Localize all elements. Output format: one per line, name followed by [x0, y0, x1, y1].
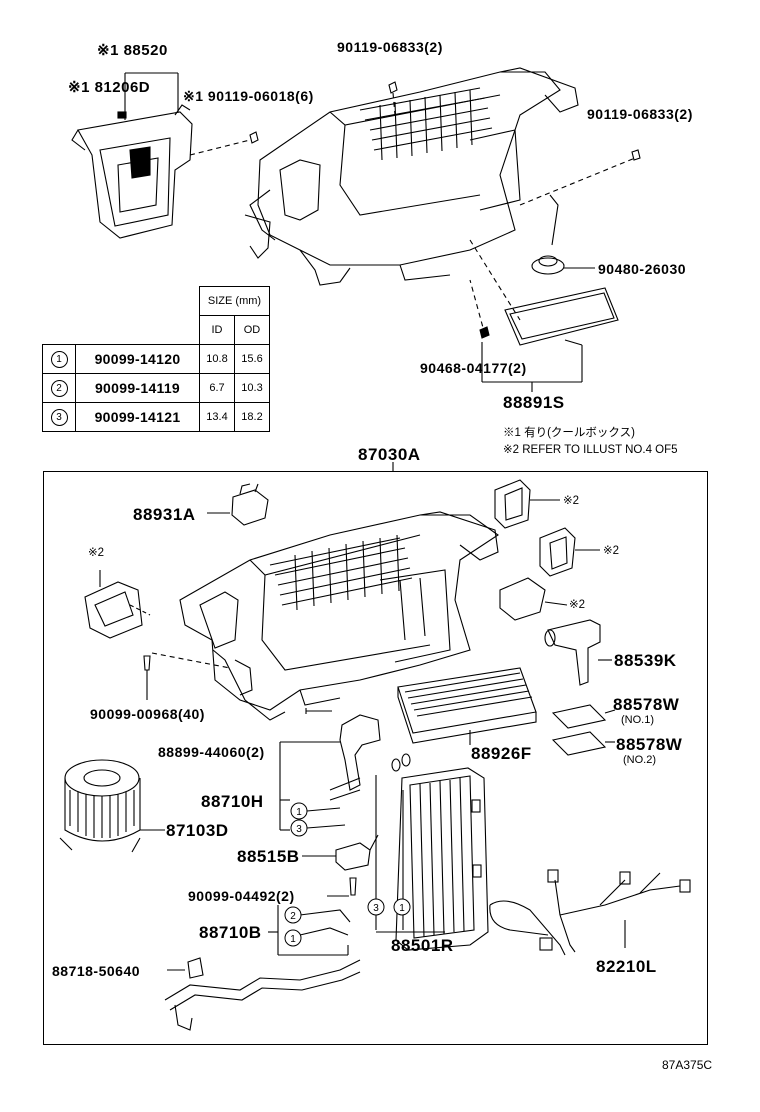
- part-88515b[interactable]: 88515B: [237, 847, 300, 866]
- callout-3: 3: [296, 824, 302, 835]
- part-88578w-no1[interactable]: 88578W: [613, 695, 680, 714]
- ref-mark-2: ※2: [603, 545, 620, 557]
- tube-icon: [299, 909, 351, 936]
- id-header: ID: [199, 315, 235, 345]
- row-part[interactable]: 90099-14120: [75, 344, 200, 374]
- ref-mark-2: ※2: [569, 599, 586, 611]
- part-81206d[interactable]: ※1 81206D: [68, 79, 151, 96]
- row-id: 6.7: [199, 373, 235, 403]
- part-88931a[interactable]: 88931A: [133, 505, 196, 524]
- row-od: 18.2: [234, 402, 270, 432]
- row-index: 2: [50, 379, 68, 397]
- hose-icon: [547, 619, 601, 686]
- servo-motor-right-1: [494, 479, 531, 529]
- table-row: 1 90099-14120 10.8 15.6: [42, 344, 270, 374]
- part-88710h[interactable]: 88710H: [201, 792, 264, 811]
- part-90468-04177[interactable]: 90468-04177(2): [420, 360, 527, 376]
- sheet-no1: [551, 704, 607, 729]
- part-87030a[interactable]: 87030A: [358, 445, 421, 464]
- row-part[interactable]: 90099-14121: [75, 402, 200, 432]
- ref-mark-2: ※2: [88, 547, 105, 559]
- callout-2: 2: [290, 911, 296, 922]
- wire-harness-icon: [489, 869, 691, 956]
- hose-size-table: SIZE (mm) ID OD 1 90099-14120 10.8 15.6 …: [42, 286, 270, 432]
- od-header: OD: [234, 315, 270, 345]
- part-82210l[interactable]: 82210L: [596, 957, 657, 976]
- part-88501r[interactable]: 88501R: [391, 936, 454, 955]
- row-od: 10.3: [234, 373, 270, 403]
- filter-plate: [504, 287, 619, 346]
- part-90119-06833-right[interactable]: 90119-06833(2): [587, 106, 693, 122]
- part-88899-44060[interactable]: 88899-44060(2): [158, 744, 265, 760]
- sheet-no2: [551, 731, 607, 756]
- row-od: 15.6: [234, 344, 270, 374]
- part-90099-04492[interactable]: 90099-04492(2): [188, 888, 295, 904]
- assembly-frame: [43, 471, 708, 1045]
- main-hvac-case: [179, 511, 499, 721]
- part-90119-06833-top[interactable]: 90119-06833(2): [337, 39, 443, 55]
- row-index: 3: [50, 408, 68, 426]
- part-87103d[interactable]: 87103D: [166, 821, 229, 840]
- callout-3: 3: [373, 903, 379, 914]
- part-90480-26030[interactable]: 90480-26030: [598, 261, 687, 277]
- part-88520[interactable]: ※1 88520: [97, 42, 168, 59]
- part-90099-00968[interactable]: 90099-00968(40): [90, 706, 205, 722]
- screw-icon: [143, 655, 151, 671]
- callout-1: 1: [290, 934, 296, 945]
- row-index: 1: [50, 350, 68, 368]
- part-88578w-no2[interactable]: 88578W: [616, 735, 683, 754]
- blower-motor-icon: [59, 759, 141, 853]
- callout-circles: 1 3 2 1 3 1: [284, 802, 411, 947]
- servo-motor-left: [84, 581, 143, 639]
- evaporator-icon: [395, 767, 489, 951]
- table-row: 2 90099-14119 6.7 10.3: [42, 373, 270, 403]
- part-88710b[interactable]: 88710B: [199, 923, 262, 942]
- callout-1: 1: [296, 807, 302, 818]
- grommet-icon: [531, 257, 565, 275]
- variant-no1: (NO.1): [621, 714, 654, 726]
- diagram-code: 87A375C: [662, 1058, 713, 1072]
- callout-1: 1: [399, 903, 405, 914]
- note-2: ※2 REFER TO ILLUST NO.4 OF5: [503, 444, 678, 456]
- row-id: 13.4: [199, 402, 235, 432]
- table-row: 3 90099-14121 13.4 18.2: [42, 402, 270, 432]
- pipe-icon: [164, 959, 361, 1011]
- note-1: ※1 有り(クールボックス): [503, 427, 635, 439]
- upper-hvac-case: [244, 67, 579, 286]
- size-header: SIZE (mm): [199, 286, 270, 316]
- part-88539k[interactable]: 88539K: [614, 651, 677, 670]
- part-90119-06018[interactable]: ※1 90119-06018(6): [183, 88, 314, 104]
- servo-motor-right-3: [499, 577, 546, 621]
- part-88891s[interactable]: 88891S: [503, 393, 565, 412]
- row-part[interactable]: 90099-14119: [75, 373, 200, 403]
- bolt-icon: [249, 81, 641, 161]
- temp-sensor-icon: [335, 842, 371, 871]
- part-88926f[interactable]: 88926F: [471, 744, 532, 763]
- part-88718-50640[interactable]: 88718-50640: [52, 963, 141, 979]
- sensor-icon: [231, 489, 269, 526]
- servo-motor-right-2: [539, 527, 576, 577]
- expansion-valve-icon: [339, 714, 381, 791]
- ref-mark-2: ※2: [563, 495, 580, 507]
- row-id: 10.8: [199, 344, 235, 374]
- cool-box-module: [71, 104, 193, 239]
- variant-no2: (NO.2): [623, 754, 656, 766]
